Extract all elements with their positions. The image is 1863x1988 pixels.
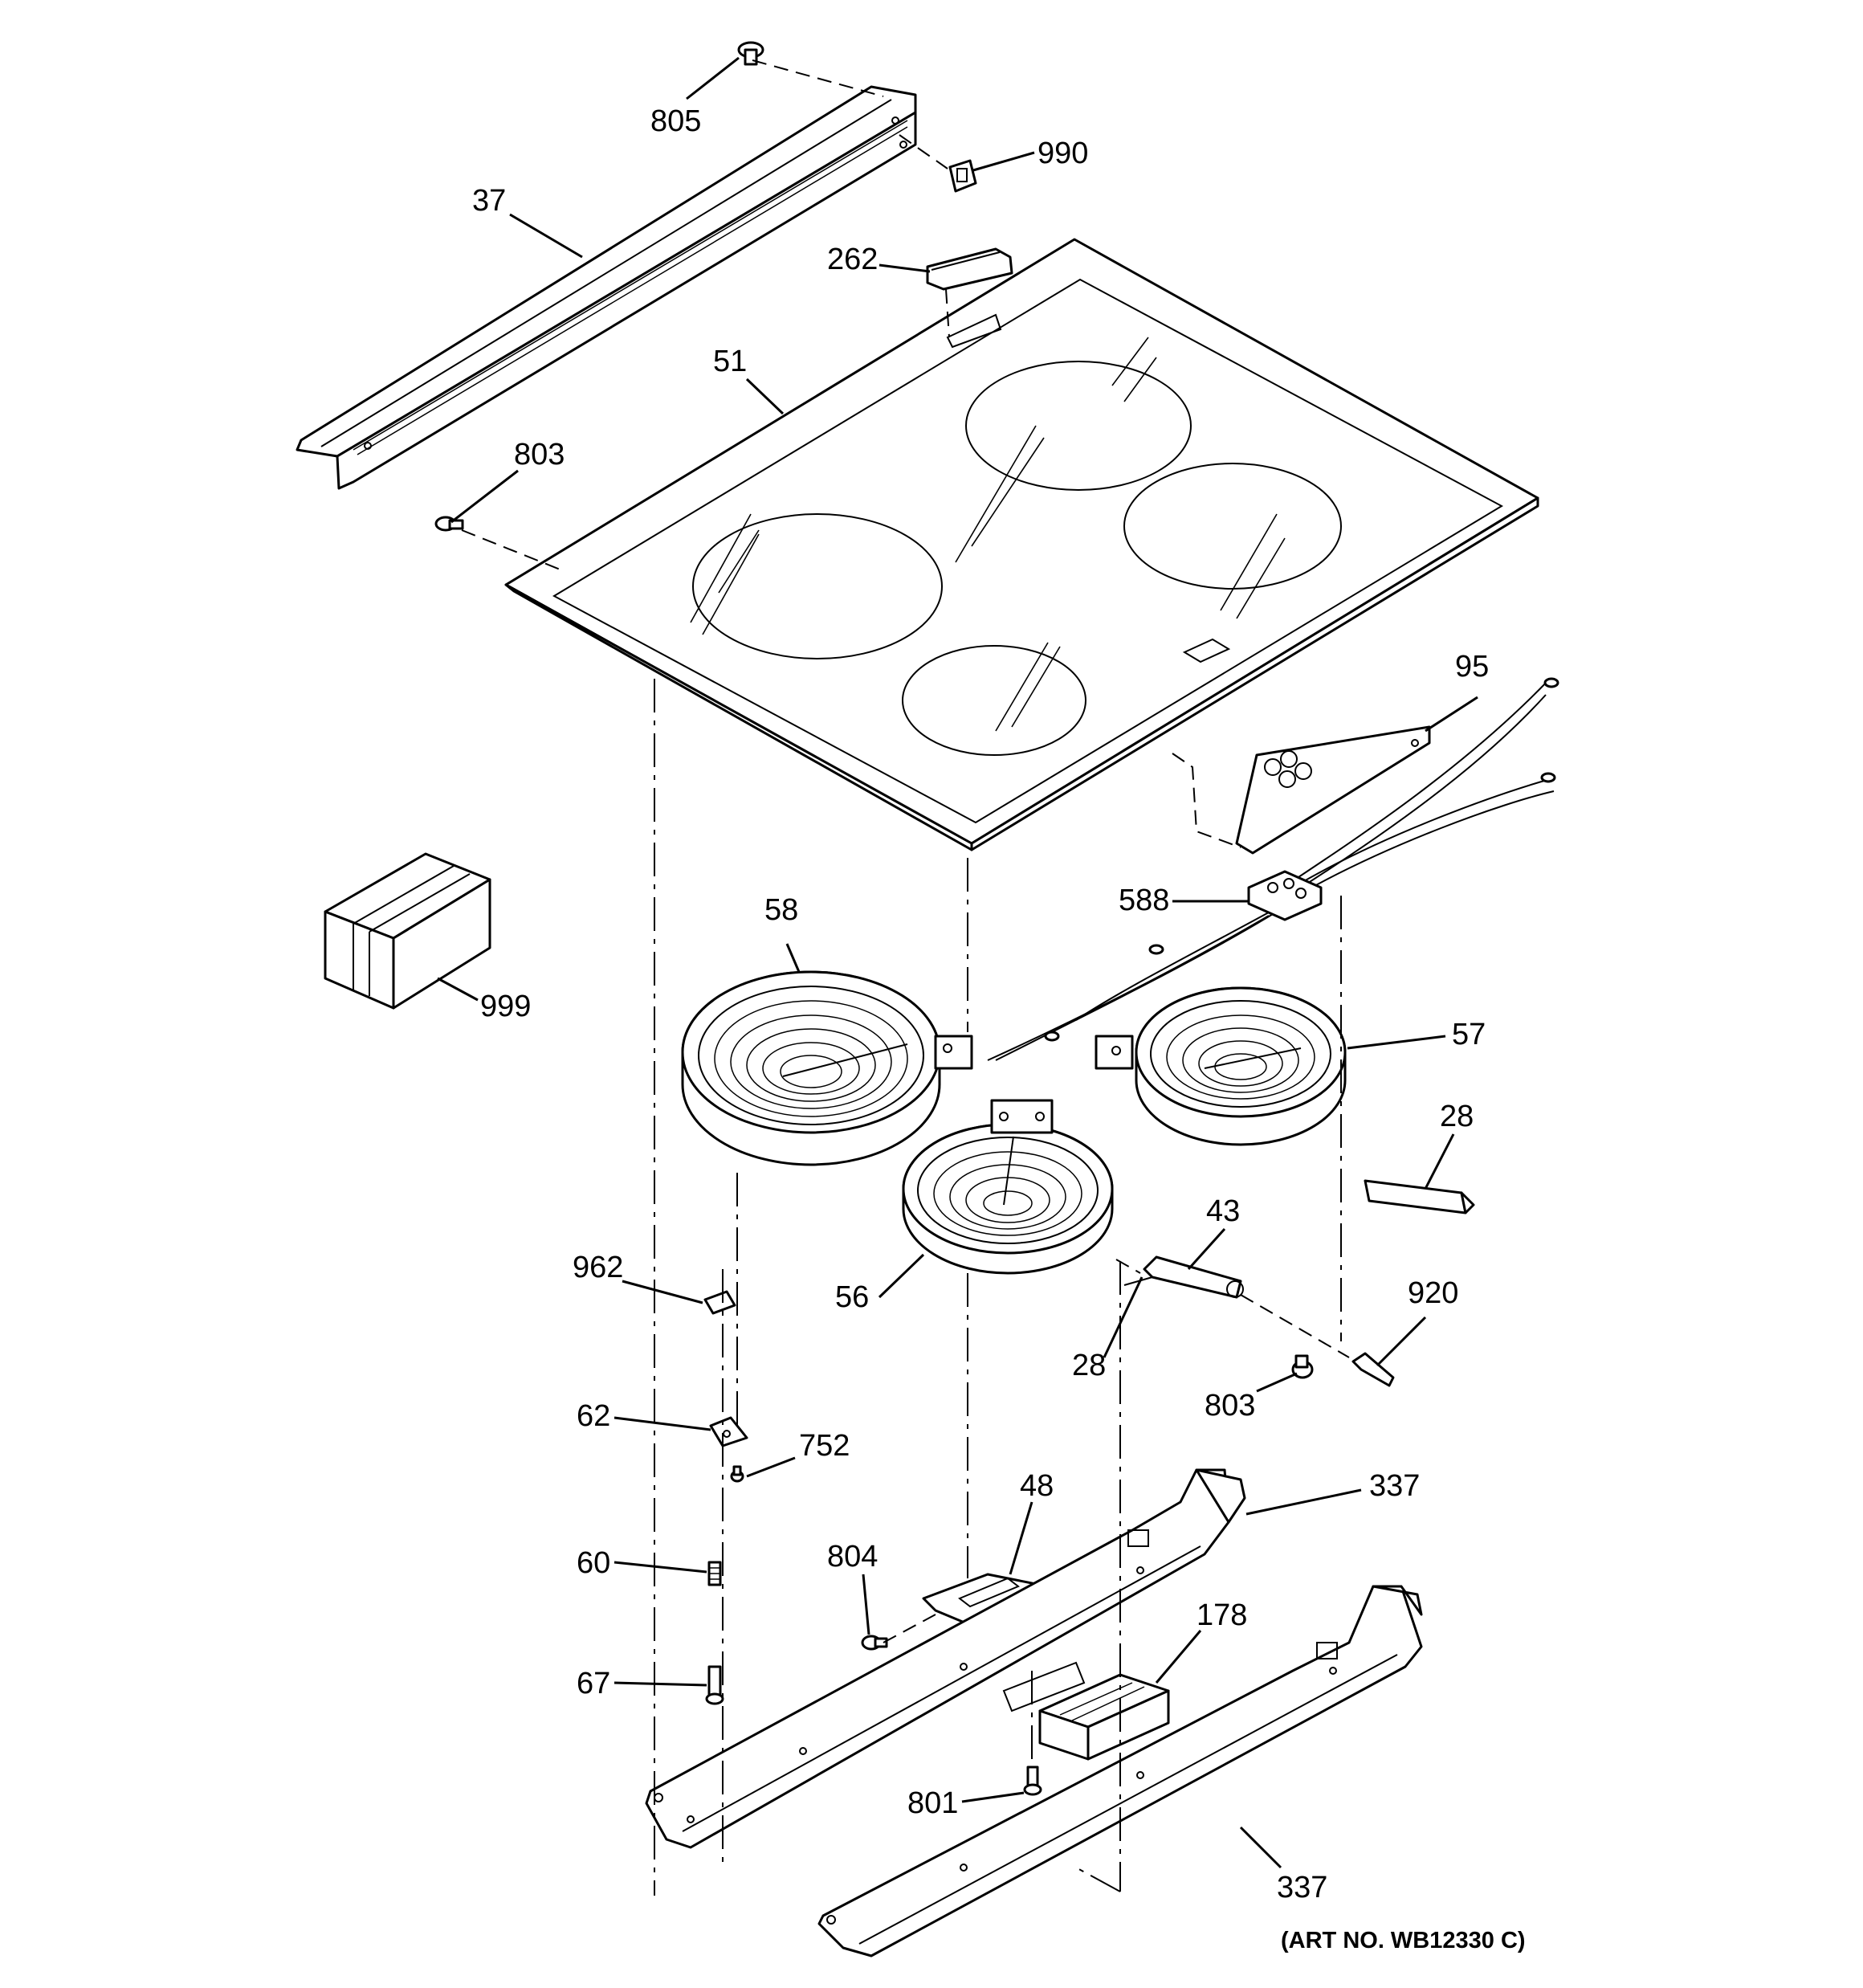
label-262: 262	[827, 243, 878, 276]
screw-part-804	[861, 1635, 888, 1651]
screw-part-803-right	[1291, 1354, 1314, 1379]
label-801: 801	[907, 1786, 958, 1820]
cooktop-ring-right-rear	[965, 361, 1192, 491]
cooktop-ring-left-rear	[692, 513, 943, 659]
label-48: 48	[1020, 1469, 1054, 1503]
label-804: 804	[827, 1540, 878, 1574]
label-803-lower: 803	[1205, 1389, 1255, 1423]
label-60: 60	[577, 1546, 610, 1580]
surface-element-part-58	[681, 970, 973, 1166]
spring-part-60	[707, 1561, 722, 1586]
surface-element-part-56	[902, 1099, 1114, 1275]
carton-part-999	[324, 852, 491, 1010]
screw-part-805	[737, 41, 764, 66]
label-990: 990	[1037, 137, 1088, 170]
label-37: 37	[472, 184, 506, 218]
label-588: 588	[1119, 884, 1169, 917]
terminal-block-part-588	[1247, 870, 1323, 921]
screw-part-67	[705, 1665, 724, 1705]
screw-part-801	[1023, 1766, 1042, 1796]
box-part-178	[1002, 1661, 1170, 1761]
cooktop-ring-left-front	[902, 645, 1086, 756]
label-56: 56	[835, 1280, 869, 1314]
callout-labels: 805 990 37 262 51 803 95 588 58 999 57 2…	[472, 104, 1489, 1904]
label-962: 962	[573, 1251, 623, 1284]
clip-part-990	[948, 159, 977, 193]
label-803-upper: 803	[514, 438, 565, 471]
label-920: 920	[1408, 1276, 1458, 1310]
leader-lines	[437, 56, 1478, 1869]
clip-part-262	[926, 247, 1013, 291]
bracket-part-95	[1235, 725, 1431, 855]
label-43: 43	[1206, 1194, 1240, 1228]
screw-part-803-left	[434, 516, 464, 532]
screw-part-752	[730, 1465, 744, 1483]
label-178: 178	[1196, 1598, 1247, 1632]
bracket-part-62	[709, 1416, 748, 1447]
label-67: 67	[577, 1667, 610, 1700]
label-28-upper: 28	[1440, 1100, 1474, 1133]
label-28-lower: 28	[1072, 1349, 1106, 1382]
label-51: 51	[713, 345, 747, 378]
screw-part-920	[1351, 1352, 1395, 1387]
back-trim-part-37	[296, 85, 917, 490]
art-number: (ART NO. WB12330 C)	[1281, 1928, 1526, 1953]
clip-part-962	[703, 1290, 736, 1315]
assembly-lines	[461, 59, 1350, 1896]
label-95: 95	[1455, 650, 1489, 684]
wire-harness	[987, 677, 1559, 1061]
label-337-upper: 337	[1369, 1469, 1420, 1503]
label-62: 62	[577, 1399, 610, 1433]
bracket-part-28-upper	[1364, 1179, 1475, 1214]
rod-part-43	[1123, 1255, 1244, 1299]
support-rail-part-337-upper	[645, 1468, 1246, 1849]
label-999: 999	[480, 990, 531, 1023]
label-337-lower: 337	[1277, 1871, 1327, 1904]
glass-cooktop-part-51	[504, 238, 1539, 851]
label-58: 58	[764, 893, 798, 927]
label-752: 752	[799, 1429, 850, 1463]
label-57: 57	[1452, 1018, 1486, 1051]
surface-element-part-57	[1095, 986, 1347, 1146]
label-805: 805	[650, 104, 701, 138]
